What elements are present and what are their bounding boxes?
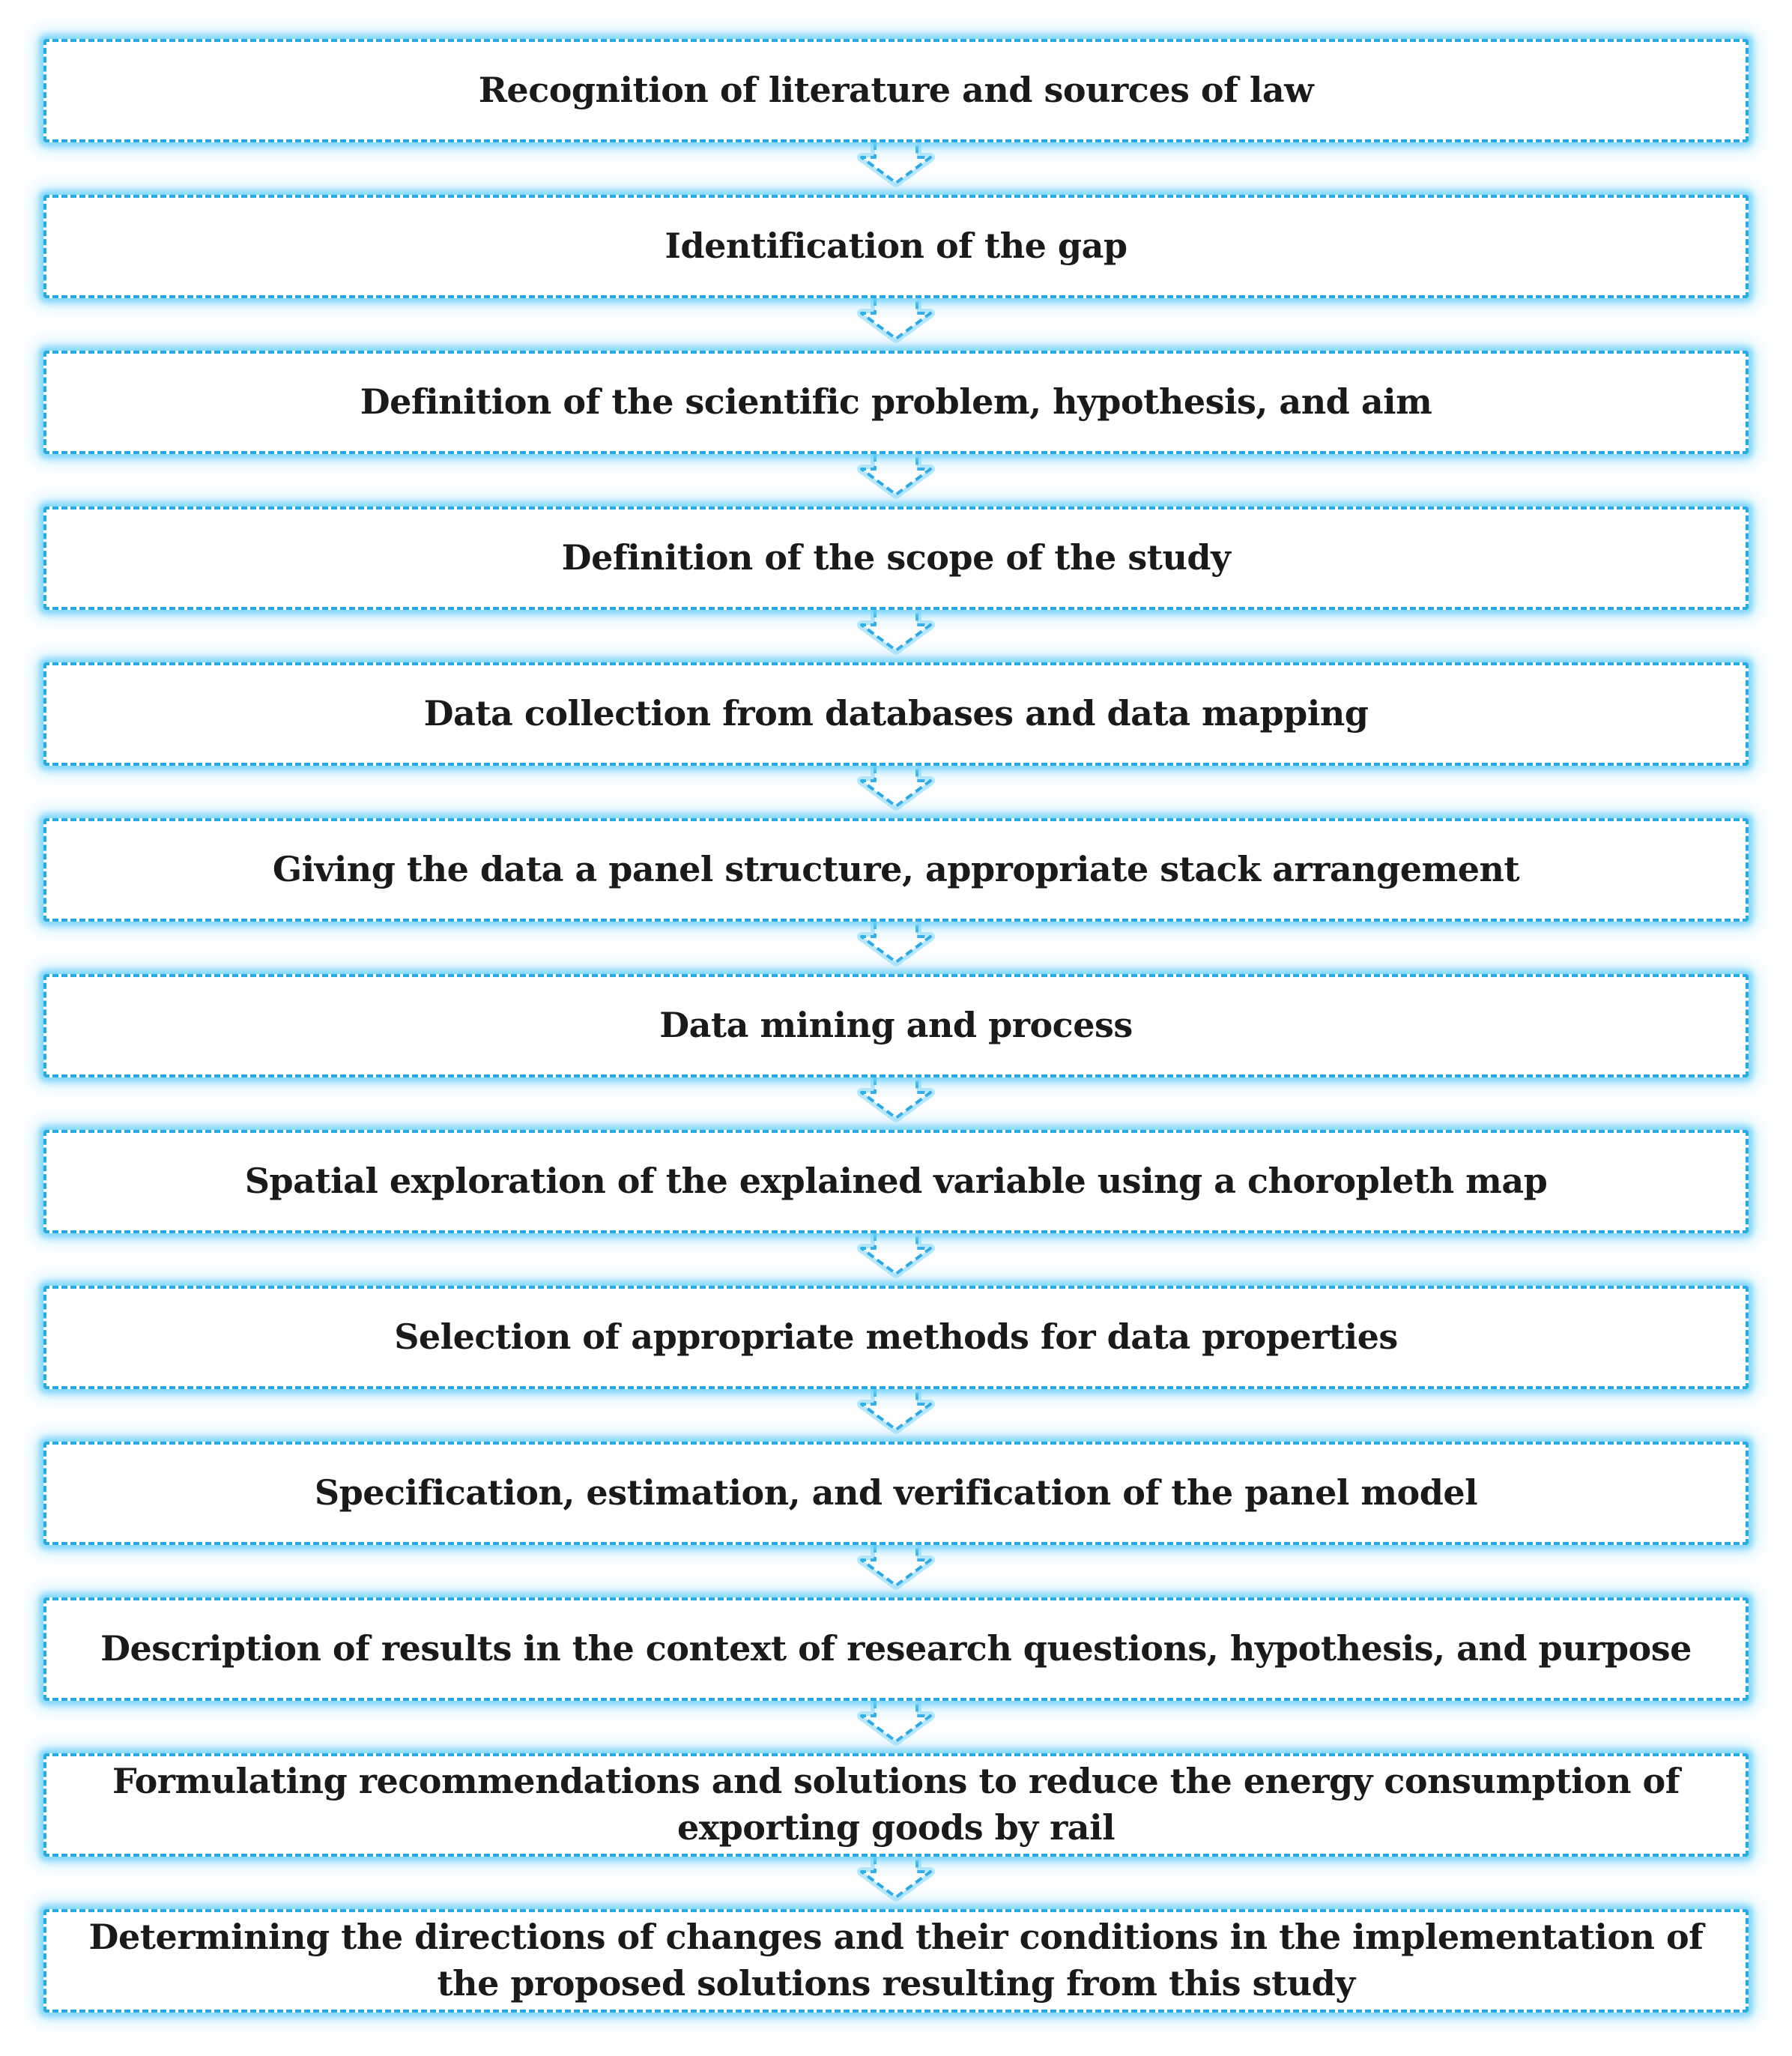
- down-arrow-icon: [857, 1857, 935, 1902]
- step-13-label: Determining the directions of changes an…: [88, 1917, 1704, 2004]
- arrow-outline: [860, 1077, 932, 1119]
- step-1-label: Recognition of literature and sources of…: [478, 70, 1314, 111]
- step-8-box: Spatial exploration of the explained var…: [43, 1130, 1749, 1233]
- chevron-arrow-svg: [857, 1857, 935, 1902]
- chevron-arrow-svg: [857, 766, 935, 811]
- down-arrow-icon: [857, 766, 935, 811]
- down-arrow-icon: [857, 1077, 935, 1122]
- down-arrow-icon: [857, 142, 935, 187]
- step-4-label: Definition of the scope of the study: [561, 537, 1231, 578]
- step-9-label: Selection of appropriate methods for dat…: [394, 1316, 1398, 1358]
- down-arrow-icon: [857, 1701, 935, 1746]
- step-3-box: Definition of the scientific problem, hy…: [43, 351, 1749, 454]
- step-8-label: Spatial exploration of the explained var…: [244, 1161, 1548, 1202]
- step-13-box: Determining the directions of changes an…: [43, 1909, 1749, 2013]
- step-10-box: Specification, estimation, and verificat…: [43, 1442, 1749, 1545]
- arrow-outline: [860, 1545, 932, 1587]
- step-5-label: Data collection from databases and data …: [423, 693, 1369, 734]
- chevron-arrow-svg: [857, 1077, 935, 1122]
- chevron-arrow-svg: [857, 610, 935, 655]
- step-12-label: Formulating recommendations and solution…: [112, 1761, 1680, 1848]
- arrow-outline: [860, 1857, 932, 1899]
- arrow-outline: [860, 1701, 932, 1743]
- step-10-label: Specification, estimation, and verificat…: [314, 1472, 1478, 1514]
- chevron-arrow-svg: [857, 922, 935, 967]
- down-arrow-icon: [857, 454, 935, 499]
- step-4-box: Definition of the scope of the study: [43, 507, 1749, 610]
- chevron-arrow-svg: [857, 1545, 935, 1590]
- down-arrow-icon: [857, 1545, 935, 1590]
- step-9-box: Selection of appropriate methods for dat…: [43, 1286, 1749, 1389]
- arrow-outline: [860, 454, 932, 496]
- step-12-box: Formulating recommendations and solution…: [43, 1753, 1749, 1857]
- chevron-arrow-svg: [857, 454, 935, 499]
- chevron-arrow-svg: [857, 298, 935, 343]
- step-7-box: Data mining and process: [43, 974, 1749, 1077]
- step-2-box: Identification of the gap: [43, 195, 1749, 298]
- arrow-outline: [860, 142, 932, 184]
- step-11-label: Description of results in the context of…: [100, 1628, 1692, 1669]
- step-2-label: Identification of the gap: [665, 226, 1127, 267]
- step-5-box: Data collection from databases and data …: [43, 662, 1749, 766]
- arrow-outline: [860, 1233, 932, 1275]
- step-7-label: Data mining and process: [659, 1005, 1133, 1046]
- down-arrow-icon: [857, 922, 935, 967]
- down-arrow-icon: [857, 1389, 935, 1434]
- chevron-arrow-svg: [857, 142, 935, 187]
- step-6-label: Giving the data a panel structure, appro…: [272, 849, 1520, 890]
- step-11-box: Description of results in the context of…: [43, 1597, 1749, 1701]
- step-1-box: Recognition of literature and sources of…: [43, 39, 1749, 142]
- arrow-outline: [860, 1389, 932, 1431]
- arrow-outline: [860, 922, 932, 964]
- down-arrow-icon: [857, 1233, 935, 1278]
- arrow-outline: [860, 610, 932, 652]
- step-6-box: Giving the data a panel structure, appro…: [43, 818, 1749, 922]
- arrow-outline: [860, 766, 932, 808]
- chevron-arrow-svg: [857, 1233, 935, 1278]
- arrow-outline: [860, 298, 932, 340]
- chevron-arrow-svg: [857, 1701, 935, 1746]
- step-3-label: Definition of the scientific problem, hy…: [360, 381, 1432, 423]
- chevron-arrow-svg: [857, 1389, 935, 1434]
- down-arrow-icon: [857, 298, 935, 343]
- down-arrow-icon: [857, 610, 935, 655]
